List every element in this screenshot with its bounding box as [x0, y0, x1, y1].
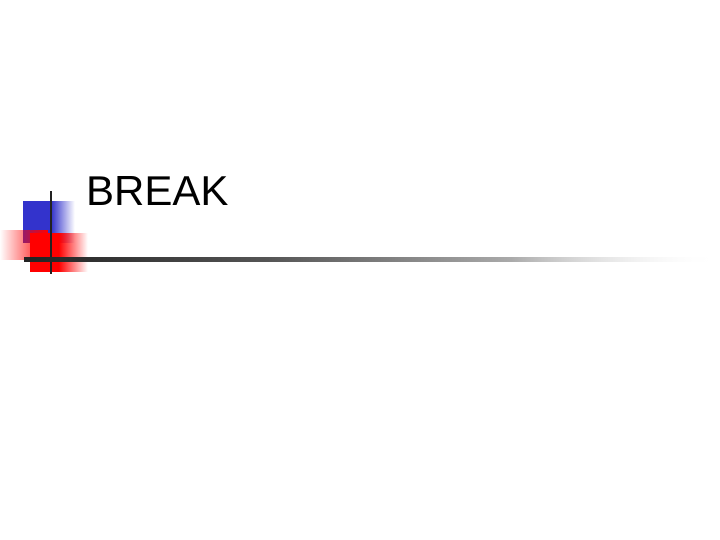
title-decoration — [0, 191, 720, 274]
slide-title: BREAK — [86, 167, 229, 214]
vertical-rule — [50, 191, 52, 274]
red-square-shape — [30, 233, 88, 272]
horizontal-rule — [24, 257, 720, 262]
